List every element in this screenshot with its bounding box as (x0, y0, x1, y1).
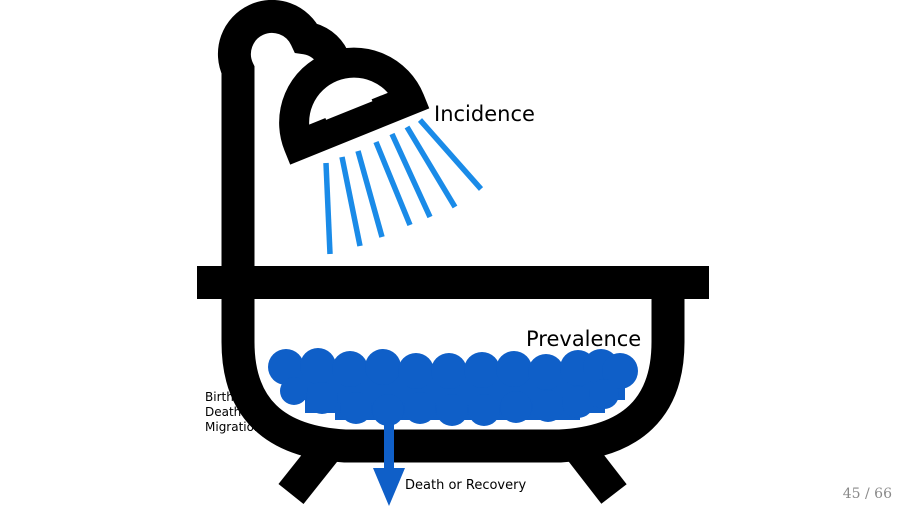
inflow-migration-label: Migration (205, 420, 262, 434)
total-slide-count: 66 (874, 486, 892, 502)
inflow-death-label: Death (205, 405, 242, 419)
shower-head-icon (217, 0, 430, 270)
water-bubbles-icon (268, 348, 638, 426)
water-jets-icon (323, 118, 484, 255)
arrow-up-right-icon (242, 401, 256, 413)
outflow-label: Death or Recovery (405, 478, 527, 493)
inflow-birth-label: Birth (205, 390, 234, 404)
inflow-list: Birth Death Migration (205, 390, 262, 435)
bathtub-icon (197, 266, 709, 504)
current-slide-number: 45 (842, 486, 861, 502)
slide-counter: 45 / 66 (843, 486, 892, 502)
slide-counter-separator: / (865, 486, 870, 502)
arrow-down-icon (373, 422, 405, 506)
incidence-label: Incidence (434, 102, 535, 126)
prevalence-label: Prevalence (526, 327, 642, 351)
